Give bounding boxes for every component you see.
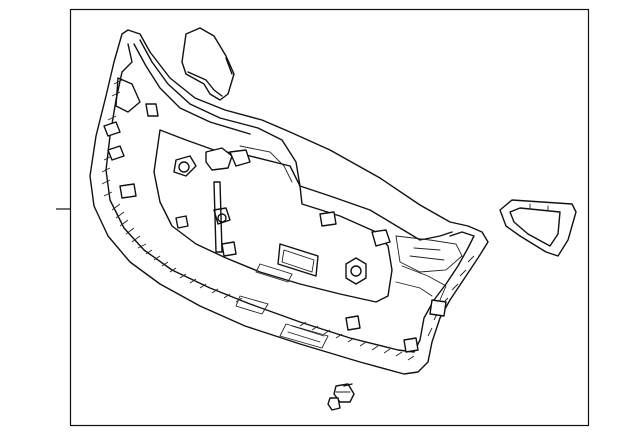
center-slot <box>277 243 319 277</box>
left-opening <box>115 77 141 113</box>
right-structure <box>395 235 463 301</box>
center-clips <box>173 147 251 177</box>
right-handle-bezel <box>499 199 577 257</box>
vertical-post <box>213 181 223 253</box>
lower-pads <box>235 263 329 349</box>
right-grommet <box>345 257 367 285</box>
left-clip-tabs <box>103 103 159 199</box>
upper-left-garnish <box>181 27 235 101</box>
diagram-frame <box>69 8 590 427</box>
push-pin-clip <box>327 383 355 411</box>
liftgate-trim-panel <box>89 29 489 375</box>
lower-clips <box>175 207 447 353</box>
lower-band-hatching <box>101 79 475 361</box>
